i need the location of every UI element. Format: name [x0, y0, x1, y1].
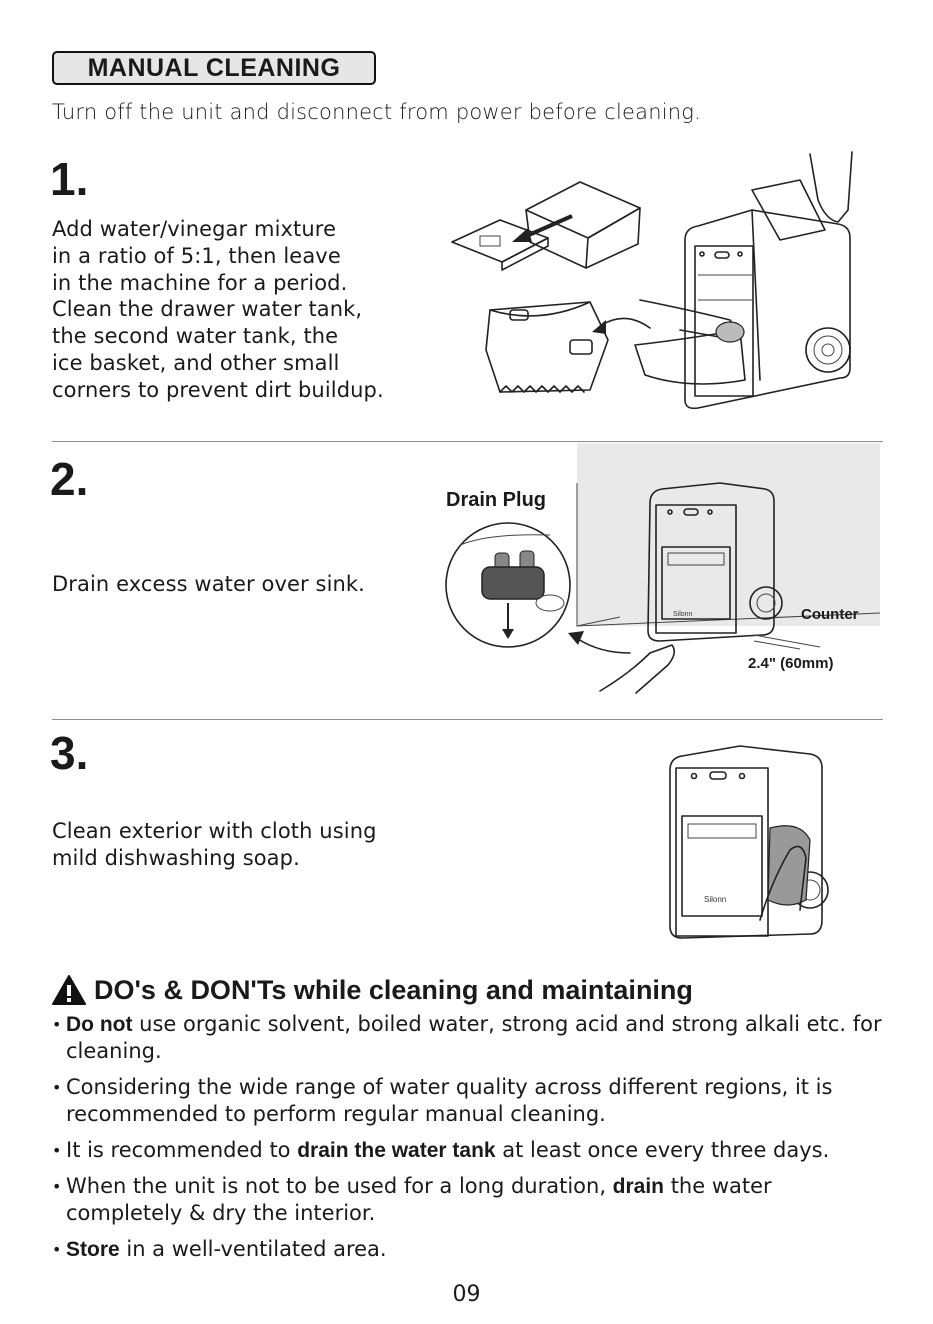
warning-title: DO's & DON'Ts while cleaning and maintai… [94, 974, 693, 1005]
step-1-line: in a ratio of 5:1, then leave [52, 243, 341, 268]
list-item: When the unit is not to be used for a lo… [52, 1173, 892, 1227]
list-item: Store in a well-ventilated area. [52, 1236, 892, 1263]
warning-triangle-icon [52, 975, 86, 1005]
section-title-text: MANUAL CLEANING [87, 53, 341, 82]
counter-label: Counter [801, 606, 859, 623]
bullet-text: at least once every three days. [495, 1138, 830, 1162]
divider [52, 719, 883, 720]
bullet-bold-text: Store [66, 1238, 120, 1261]
step-1-line: the second water tank, the [52, 324, 339, 349]
warning-list: Do not use organic solvent, boiled water… [52, 1011, 892, 1272]
distance-label: 2.4" (60mm) [748, 655, 834, 672]
step-2-number: 2. [50, 453, 89, 505]
bullet-bold-text: Do not [66, 1013, 133, 1036]
step-3-line: Clean exterior with cloth using [52, 819, 377, 843]
bullet-text: the water completely & dry the interior. [66, 1174, 772, 1225]
bullet-bold-text: drain [612, 1175, 665, 1198]
bullet-text: in a well-ventilated area. [119, 1237, 387, 1261]
step-1-line: corners to prevent dirt buildup. [52, 377, 384, 402]
brand-label: Silonn [673, 611, 693, 618]
step-1-number: 1. [50, 153, 89, 205]
brand-label: Silonn [704, 895, 726, 904]
step-3-line: mild dishwashing soap. [52, 845, 300, 870]
step-3-number: 3. [50, 727, 89, 779]
list-item: It is recommended to drain the water tan… [52, 1137, 892, 1164]
section-title: MANUAL CLEANING [52, 51, 376, 85]
counter-backdrop [577, 443, 880, 626]
step-2-line: Drain excess water over sink. [52, 572, 365, 596]
bullet-text: Considering the wide range of water qual… [66, 1075, 833, 1126]
step-1-text: Add water/vinegar mixture in a ratio of … [52, 216, 384, 404]
step-1-line: Clean the drawer water tank, [52, 297, 363, 322]
drain-plug-label: Drain Plug [446, 489, 547, 511]
list-item: Do not use organic solvent, boiled water… [52, 1011, 892, 1065]
bullet-text: It is recommended to [66, 1138, 298, 1162]
divider [52, 441, 883, 442]
list-item: Considering the wide range of water qual… [52, 1074, 892, 1128]
step-1-illustration [451, 151, 853, 410]
intro-text: Turn off the unit and disconnect from po… [52, 100, 701, 124]
step-1-line: Add water/vinegar mixture [52, 217, 337, 241]
warning-heading: DO's & DON'Ts while cleaning and maintai… [52, 974, 693, 1006]
page-number: 09 [452, 1282, 481, 1307]
step-1-line: ice basket, and other small [52, 350, 340, 375]
step-1-line: in the machine for a period. [52, 270, 348, 295]
step-2-illustration: Silonn [445, 482, 880, 694]
step-3-illustration: Silonn [669, 745, 829, 939]
bullet-bold-text: drain the water tank [297, 1139, 496, 1162]
bullet-text: When the unit is not to be used for a lo… [66, 1174, 613, 1198]
step-3-text: Clean exterior with cloth using mild dis… [52, 818, 377, 872]
step-2-text: Drain excess water over sink. [52, 571, 365, 598]
bullet-text: use organic solvent, boiled water, stron… [66, 1012, 882, 1063]
